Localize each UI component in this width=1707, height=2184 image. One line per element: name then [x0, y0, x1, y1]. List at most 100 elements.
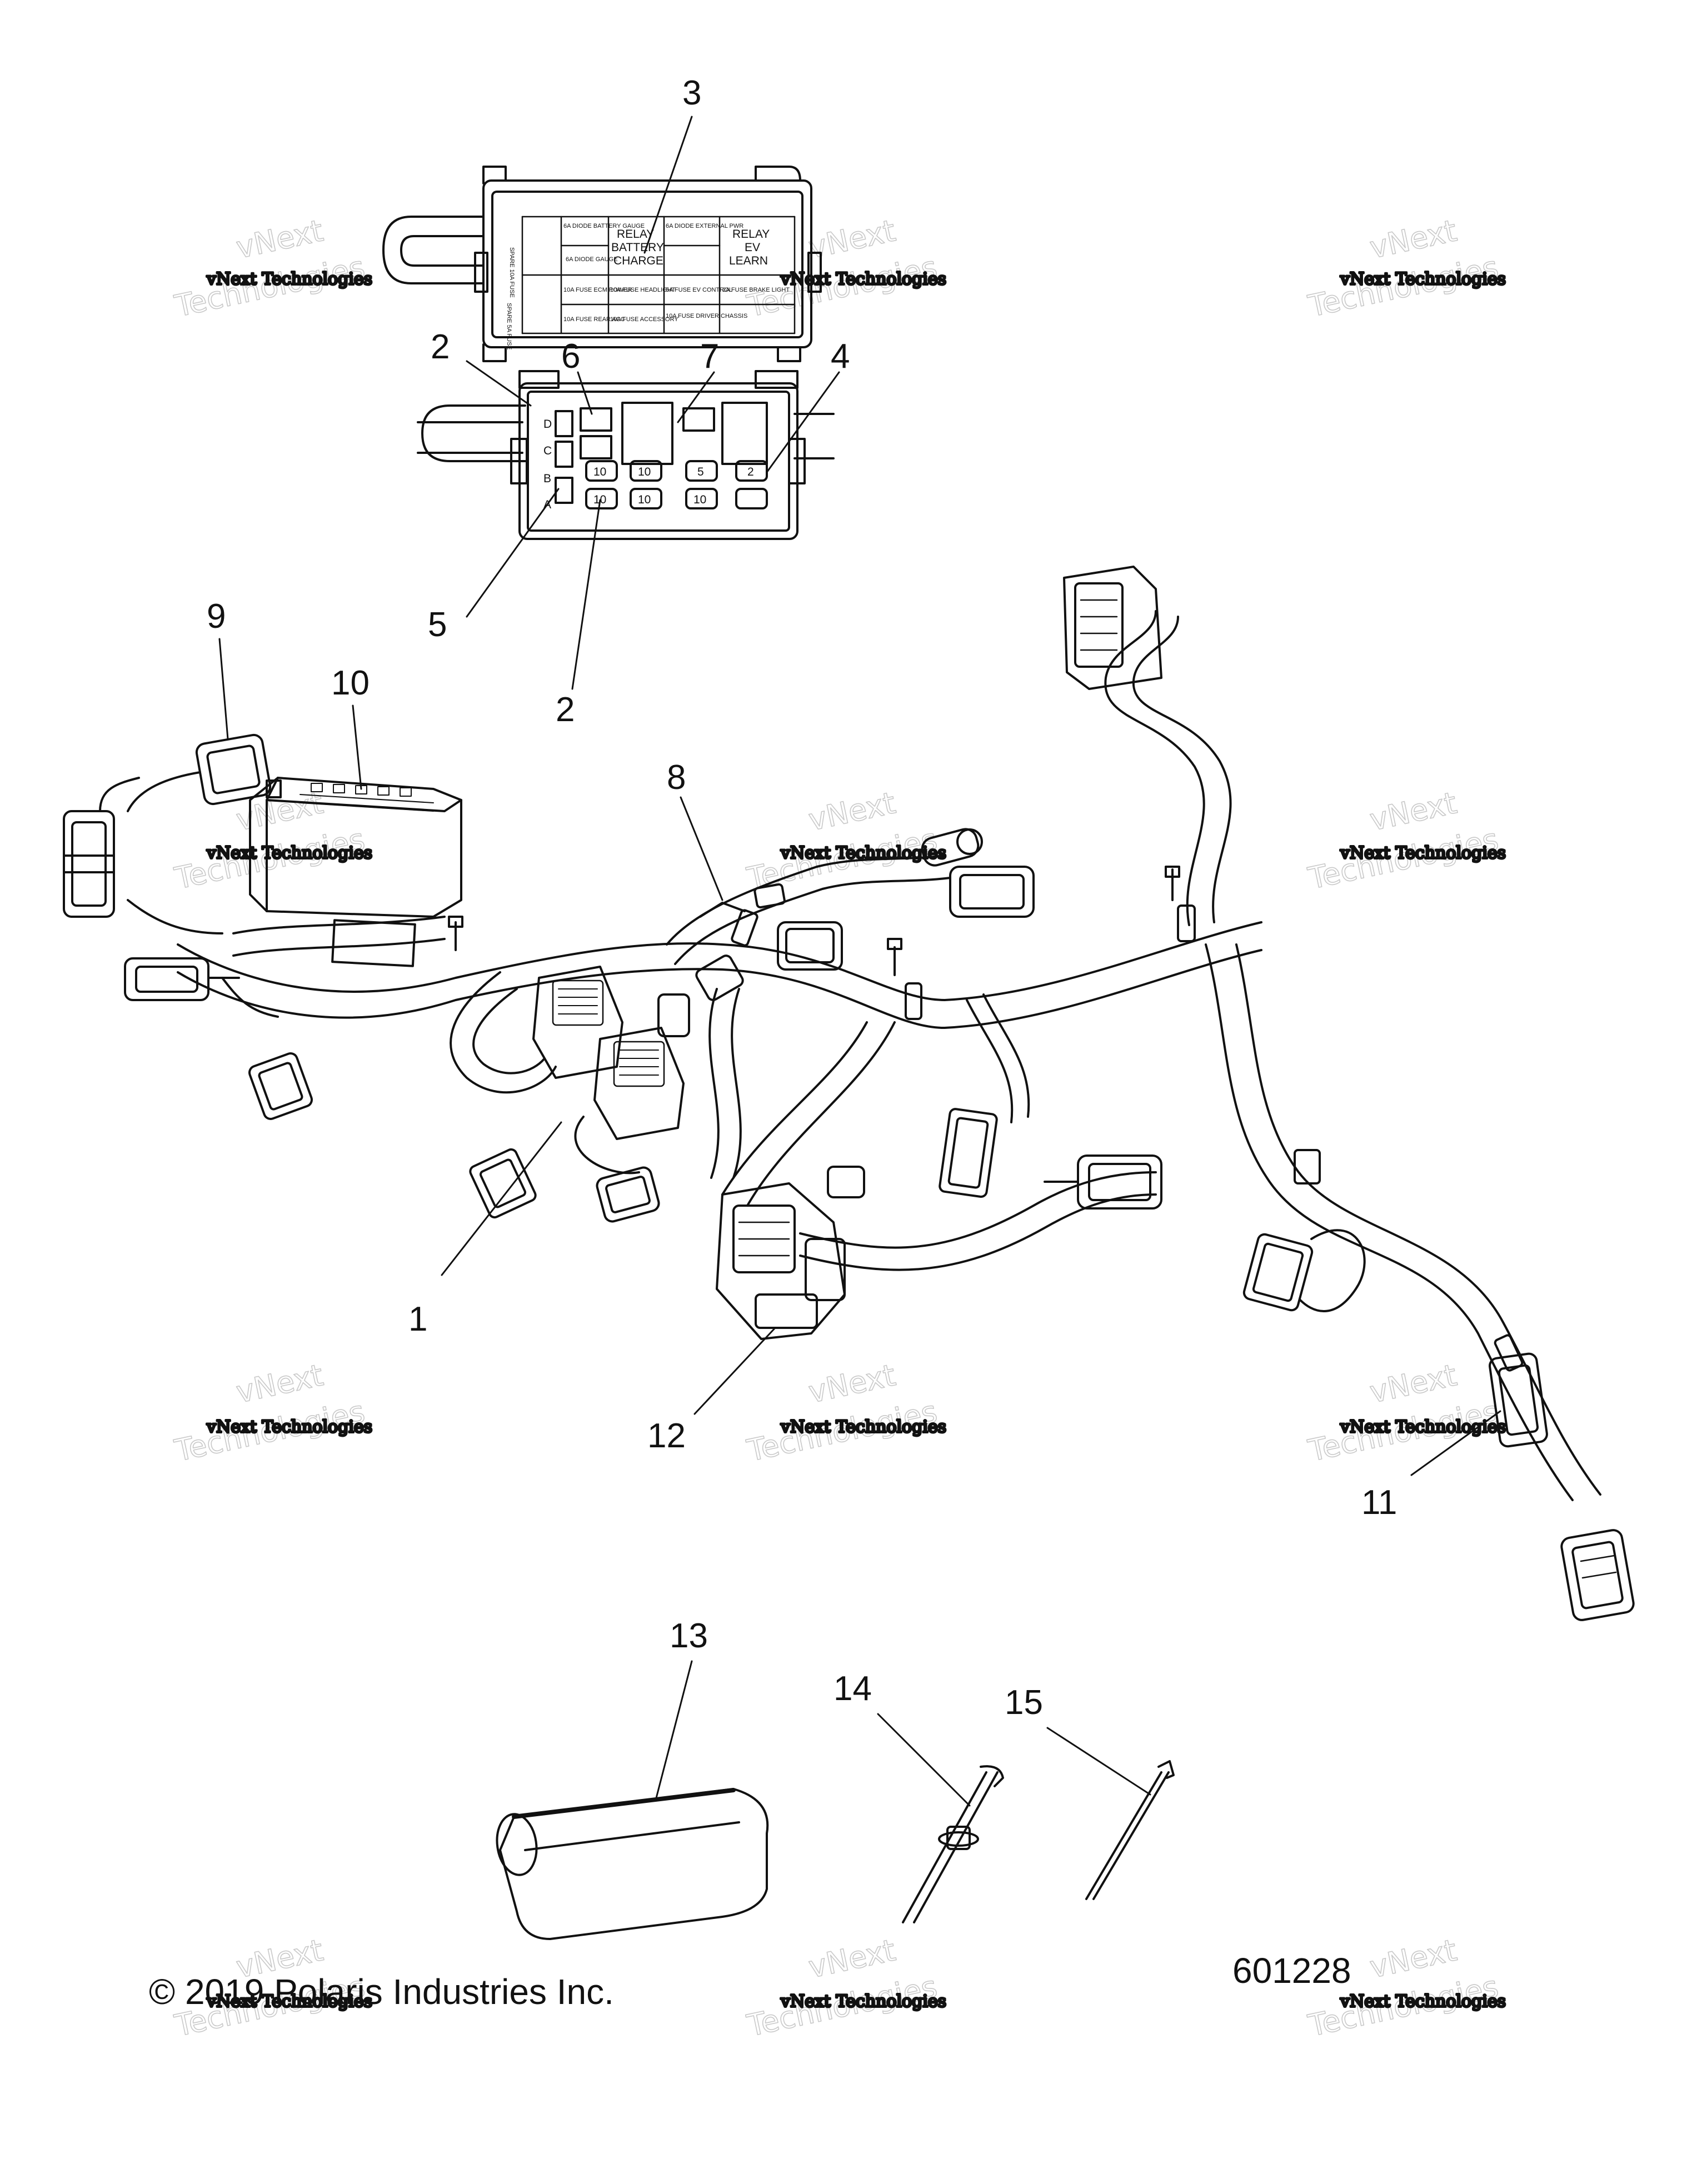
connector-right-lower [1242, 1149, 1366, 1312]
ecu-connector-upper [532, 966, 623, 1079]
label-spare-10a: SPARE 10A FUSE [508, 247, 515, 298]
connector-small-center [596, 1166, 660, 1223]
svg-text:vNext Technologies: vNext Technologies [206, 269, 372, 289]
label-diode-battery-gauge: 6A DIODE BATTERY GAUGE [563, 223, 645, 229]
label-relay-ev-learn-1: RELAY [732, 228, 770, 241]
svg-text:vNext: vNext [806, 1932, 899, 1985]
label-relay-ev-learn-2: EV [745, 241, 760, 254]
harness-far-left-branch [127, 899, 223, 934]
fuse-10a-5 [685, 488, 718, 509]
connector-top-center [777, 921, 843, 971]
harness-band [1494, 1334, 1524, 1372]
block-side-latch-left [510, 438, 528, 484]
cover-side-latch-right [807, 252, 822, 293]
callout-9: 9 [207, 597, 226, 636]
connector-small-top [657, 954, 744, 1037]
connector-bottom-right [1560, 1529, 1635, 1621]
harness-right-down-b [1235, 943, 1601, 1496]
svg-text:5: 5 [697, 466, 704, 478]
label-fuse-headlight: 10A FUSE HEADLIGHT [610, 287, 676, 293]
callout-7: 7 [700, 337, 719, 376]
svg-text:vNext Technologies: vNext Technologies [780, 1417, 946, 1437]
harness-sleeve-13 [496, 1788, 769, 1940]
label-relay-battery-charge-3: CHARGE [613, 254, 663, 267]
mounting-stud [448, 916, 463, 951]
connector-top-right [1063, 566, 1162, 690]
connector-left-mid [124, 957, 240, 1001]
harness-right-up-a [1104, 610, 1205, 926]
harness-branch-right-a [799, 1171, 1157, 1249]
cover-bottom-tab-left [482, 343, 507, 362]
harness-branch-to-12-b [746, 1021, 896, 1207]
connector-cluster-12 [716, 1166, 865, 1340]
fuse-10a-1 [585, 460, 618, 482]
connector-11 [1489, 1352, 1548, 1448]
leader-7 [677, 371, 715, 423]
block-labels: D C B A 10 10 5 2 10 10 10 [543, 418, 754, 511]
label-fuse-accessory: 10A FUSE ACCESSORY [610, 316, 678, 323]
copyright-notice: © 2019 Polaris Industries Inc. [149, 1972, 614, 2012]
svg-text:vNext: vNext [806, 785, 899, 837]
cover-inner-frame [491, 191, 803, 338]
connector-far-left [63, 777, 140, 918]
connector-8 [699, 828, 1035, 918]
block-top-tab-left [518, 370, 560, 389]
callout-8: 8 [667, 758, 686, 797]
svg-text:vNext Technologies: vNext Technologies [1340, 1992, 1506, 2011]
svg-text:10: 10 [638, 493, 651, 506]
svg-text:vNext: vNext [1367, 1357, 1460, 1410]
label-diode-gauge: 6A DIODE GAUGE [566, 256, 618, 263]
relay-right [721, 402, 768, 465]
harness-center-branch-b [731, 988, 742, 1179]
cover-frame [482, 179, 812, 348]
cover-top-tab-right [755, 166, 801, 182]
watermark: Technologies vNext vNext Technologies [743, 212, 947, 324]
callout-11: 11 [1361, 1483, 1397, 1522]
watermark: Technologies vNext vNext Technologies [171, 212, 373, 324]
label-diode-external-pwr: 6A DIODE EXTERNAL PWR [666, 223, 743, 229]
callout-12: 12 [647, 1417, 686, 1455]
fuse-spare-b [555, 477, 573, 504]
harness-left-loop-a [450, 971, 557, 1094]
fuse-box-cover: SPARE 10A FUSE SPARE 5A FUSE 6A DIODE BA… [382, 166, 822, 362]
label-fuse-rear-acc: 10A FUSE REAR ACC [563, 316, 625, 323]
svg-text:vNext Technologies: vNext Technologies [206, 1417, 372, 1437]
harness-branch-8-b [674, 877, 951, 965]
callout-3: 3 [682, 74, 701, 112]
label-fuse-ecm-power: 10A FUSE ECM POWER [563, 287, 632, 293]
cover-label-grid [521, 216, 796, 334]
label-fuse-brake-light: 2A FUSE BRAKE LIGHT [722, 287, 790, 293]
svg-text:10: 10 [693, 493, 706, 506]
connector-right-horizontal [1044, 1155, 1162, 1210]
leader-2-bottom [571, 499, 601, 690]
harness-left-down-branch [221, 977, 279, 1018]
relay-7 [621, 402, 673, 465]
main-harness [127, 610, 1601, 1501]
diode-7b [682, 407, 715, 432]
callout-6: 6 [561, 337, 580, 376]
cover-left-loop [382, 216, 483, 284]
svg-text:C: C [543, 444, 552, 457]
harness-left-loop-b [472, 988, 546, 1074]
leader-14 [877, 1713, 971, 1807]
svg-text:vNext: vNext [1367, 1932, 1460, 1985]
fuse-5a [685, 460, 718, 482]
mounting-stud [887, 938, 902, 976]
harness-band [1177, 904, 1196, 942]
harness-left-lower-branch [574, 1116, 640, 1175]
leader-12 [693, 1327, 776, 1415]
leader-8 [680, 796, 723, 901]
fuse-10a-3 [585, 488, 618, 509]
svg-text:vNext: vNext [1367, 785, 1460, 837]
harness-center-branch-a [708, 988, 720, 1179]
cover-left-loop-inner [400, 235, 483, 267]
svg-text:vNext: vNext [806, 1357, 899, 1410]
block-left-loop [421, 404, 526, 462]
label-fuse-driver-chassis: 10A FUSE DRIVER CHASSIS [666, 313, 747, 319]
svg-text:D: D [543, 418, 552, 431]
harness-right-down-a [1205, 943, 1574, 1501]
leader-1 [441, 1121, 562, 1276]
harness-band [731, 909, 758, 947]
svg-text:vNext Technologies: vNext Technologies [206, 1992, 372, 2011]
